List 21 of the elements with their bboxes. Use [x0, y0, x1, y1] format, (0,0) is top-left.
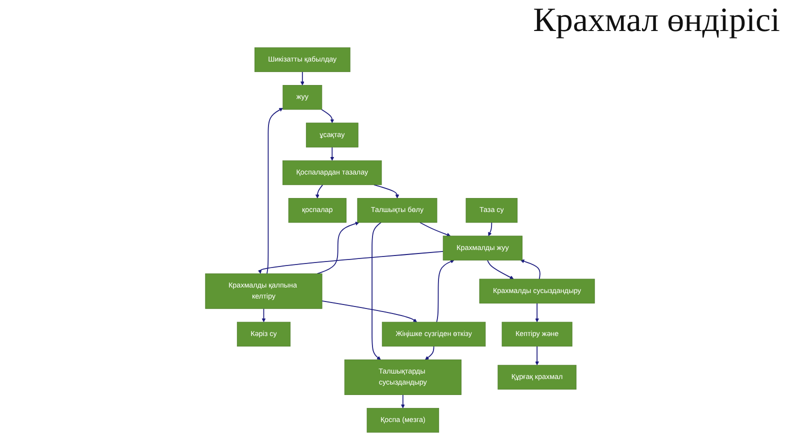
arrow	[322, 300, 417, 322]
arrow	[262, 308, 266, 322]
arrow	[535, 302, 540, 322]
diagram-title: Крахмал өндірісі	[533, 2, 780, 40]
arrow	[321, 109, 334, 124]
arrow	[316, 222, 360, 274]
arrow	[315, 184, 324, 198]
arrow	[425, 346, 434, 360]
arrow	[330, 146, 334, 161]
arrow	[487, 260, 514, 280]
arrow	[300, 71, 304, 86]
arrow	[436, 260, 454, 323]
arrow	[372, 222, 382, 360]
arrow	[266, 108, 284, 274]
arrow	[488, 222, 492, 236]
arrow	[535, 346, 540, 366]
arrow	[420, 222, 451, 237]
arrow	[374, 184, 400, 198]
arrow	[520, 259, 540, 280]
arrow	[258, 250, 444, 274]
arrow	[400, 394, 405, 408]
